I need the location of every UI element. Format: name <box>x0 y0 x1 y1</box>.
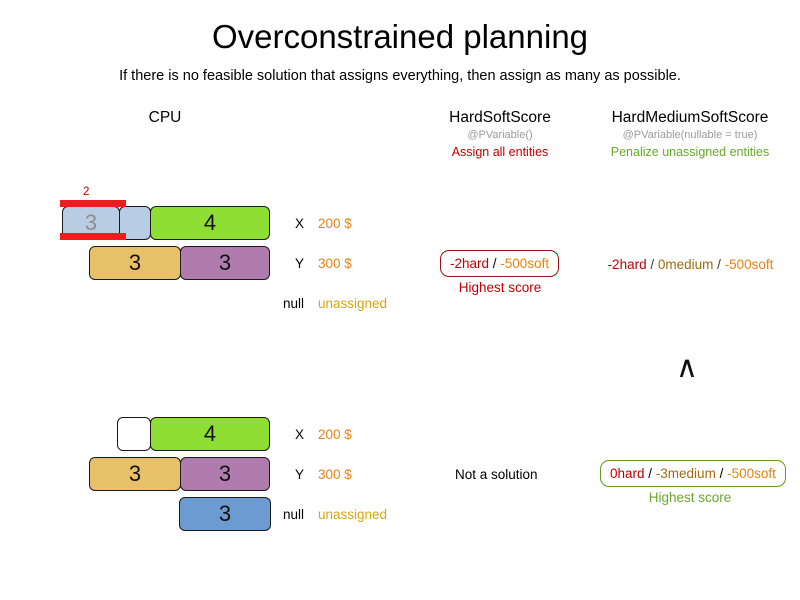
not-a-solution-note: Not a solution <box>455 467 538 482</box>
bar-block <box>117 417 151 451</box>
score-soft: -500soft <box>724 257 774 272</box>
score-medium: -3medium <box>655 466 716 481</box>
bar-block: 3 <box>179 497 271 531</box>
row-cpu-label: null <box>282 296 304 311</box>
row-cpu-label: X <box>294 216 304 231</box>
column-annotation-hardsoftscore: @PVariable() <box>467 129 533 142</box>
row-cost: 200 $ <box>318 216 352 231</box>
highest-score-caption: Highest score <box>648 490 732 505</box>
row-cpu-label: X <box>294 427 304 442</box>
column-annotation-hardmediumsoftscore: @PVariable(nullable = true) <box>622 129 758 142</box>
column-header-cpu: CPU <box>95 108 235 127</box>
column-header-hardsoftscore: HardSoftScore @PVariable() Assign all en… <box>412 108 588 161</box>
score-hard: 0hard <box>610 466 645 481</box>
row-cost: 200 $ <box>318 427 352 442</box>
overflow-indicator-top <box>60 200 126 207</box>
row-cpu-label: null <box>282 507 304 522</box>
score-hard: -2hard <box>450 256 490 271</box>
row-cpu-label: Y <box>294 256 304 271</box>
highest-score-caption: Highest score <box>458 280 542 295</box>
row-cpu-label: Y <box>294 467 304 482</box>
row-cost: unassigned <box>318 296 388 311</box>
overflow-capacity-label: 2 <box>83 186 90 198</box>
column-title-hardmediumsoftscore: HardMediumSoftScore <box>611 109 769 126</box>
score-soft: -500soft <box>727 466 776 481</box>
chevron-up-icon: ∧ <box>676 351 698 384</box>
column-title-cpu: CPU <box>148 109 182 126</box>
column-title-hardsoftscore: HardSoftScore <box>449 109 551 126</box>
bar-block: 4 <box>150 417 270 451</box>
column-note-hardsoftscore: Assign all entities <box>451 145 549 160</box>
overflow-indicator-bottom <box>60 233 126 240</box>
row-cost: 300 $ <box>318 256 352 271</box>
bar-block: 3 <box>180 457 270 491</box>
score-hardmediumsoft: -2hard / 0medium / -500soft <box>607 257 774 272</box>
score-soft: -500soft <box>500 256 550 271</box>
column-header-hardmediumsoftscore: HardMediumSoftScore @PVariable(nullable … <box>594 108 786 161</box>
page-subtitle: If there is no feasible solution that as… <box>119 68 681 84</box>
score-hardsoft: -2hard / -500soft <box>440 250 560 277</box>
score-medium: 0medium <box>657 257 714 272</box>
bar-block: 3 <box>89 246 181 280</box>
bar-block: 4 <box>150 206 270 240</box>
row-cost: unassigned <box>318 507 388 522</box>
score-hard: -2hard <box>607 257 647 272</box>
bar-block: 3 <box>89 457 181 491</box>
score-hardmediumsoft: 0hard / -3medium / -500soft <box>600 460 786 487</box>
page-title: Overconstrained planning <box>211 18 589 55</box>
row-cost: 300 $ <box>318 467 352 482</box>
bar-block: 3 <box>180 246 270 280</box>
column-note-hardmediumsoftscore: Penalize unassigned entities <box>610 145 770 160</box>
